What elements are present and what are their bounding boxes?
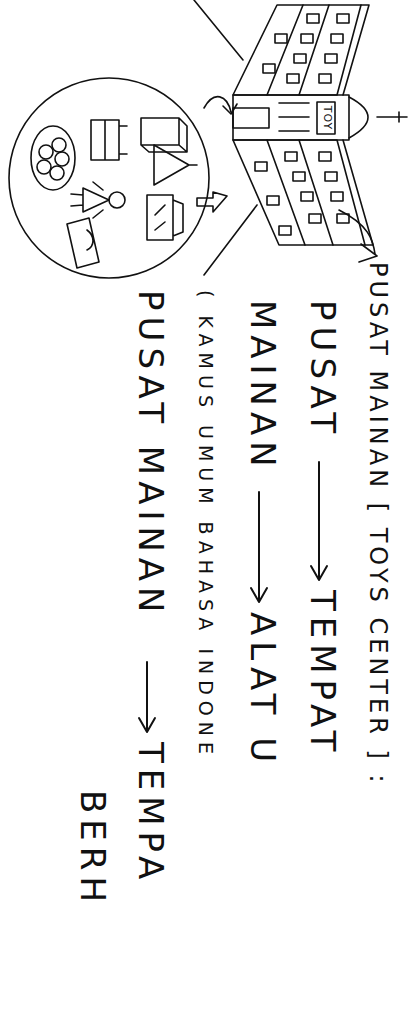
- pointer-arrow: [339, 210, 375, 254]
- handwritten-heading: PUSAT MAINAN [ TOYS CENTER ] :: [365, 262, 391, 787]
- roof-line: [343, 5, 373, 245]
- ball-group: [37, 138, 69, 180]
- definition-arrow: [139, 662, 155, 732]
- toy-basket: [31, 126, 75, 190]
- building-tower: [233, 95, 349, 140]
- toy-ball: [55, 152, 69, 166]
- ground-line: [194, 0, 257, 275]
- handwritten-term: PUSAT MAINAN: [132, 290, 169, 619]
- window: [275, 34, 287, 43]
- toy-ball: [50, 166, 64, 180]
- window: [301, 192, 313, 201]
- window: [294, 54, 306, 63]
- window: [307, 14, 319, 23]
- building-door: [233, 108, 269, 128]
- arrow-head: [359, 244, 377, 262]
- handwritten-definition: TEMPAT: [304, 590, 341, 757]
- toy-ball: [52, 138, 66, 152]
- window: [325, 172, 337, 181]
- doll-head: [109, 192, 125, 208]
- dome-spire: [377, 112, 407, 122]
- window: [267, 196, 279, 205]
- sign-text: TOY: [321, 102, 333, 134]
- window: [331, 34, 343, 43]
- window: [263, 64, 275, 73]
- window: [309, 214, 321, 223]
- toy-ball: [39, 145, 53, 159]
- toy-circle: [9, 78, 209, 278]
- window: [319, 74, 331, 83]
- toy-cabinet: [141, 118, 187, 152]
- toy-rocking-horse: [147, 195, 183, 240]
- sign-board: [317, 102, 335, 134]
- window: [325, 54, 337, 63]
- toy-ball: [37, 160, 51, 174]
- handwritten-definition: BERH: [74, 790, 111, 908]
- window: [287, 74, 299, 83]
- window: [255, 162, 267, 171]
- handwritten-term: MAINAN: [244, 300, 281, 473]
- doll-body: [71, 182, 109, 218]
- window: [301, 34, 313, 43]
- definition-arrow: [251, 492, 267, 602]
- window: [319, 152, 331, 161]
- toy-tent: [154, 145, 197, 185]
- handwritten-definition: ALAT U: [244, 612, 281, 768]
- handwritten-term: PUSAT: [304, 300, 341, 439]
- handwritten-source: ( KAMUS UMUM BAHASA INDONE: [195, 290, 216, 760]
- floor-line: [267, 5, 333, 245]
- window: [279, 226, 291, 235]
- window-group: [255, 14, 349, 235]
- handwritten-definition: TEMPA: [132, 742, 169, 885]
- arrow-head: [223, 104, 237, 114]
- toy-car: [67, 218, 99, 268]
- hollow-arrow: [197, 192, 227, 212]
- tower-column: [279, 103, 309, 131]
- toy-table: [91, 120, 127, 160]
- window: [337, 14, 349, 23]
- window: [285, 152, 297, 161]
- building-dome: [349, 97, 368, 138]
- window: [331, 192, 343, 201]
- window: [293, 172, 305, 181]
- definition-arrow: [311, 462, 327, 580]
